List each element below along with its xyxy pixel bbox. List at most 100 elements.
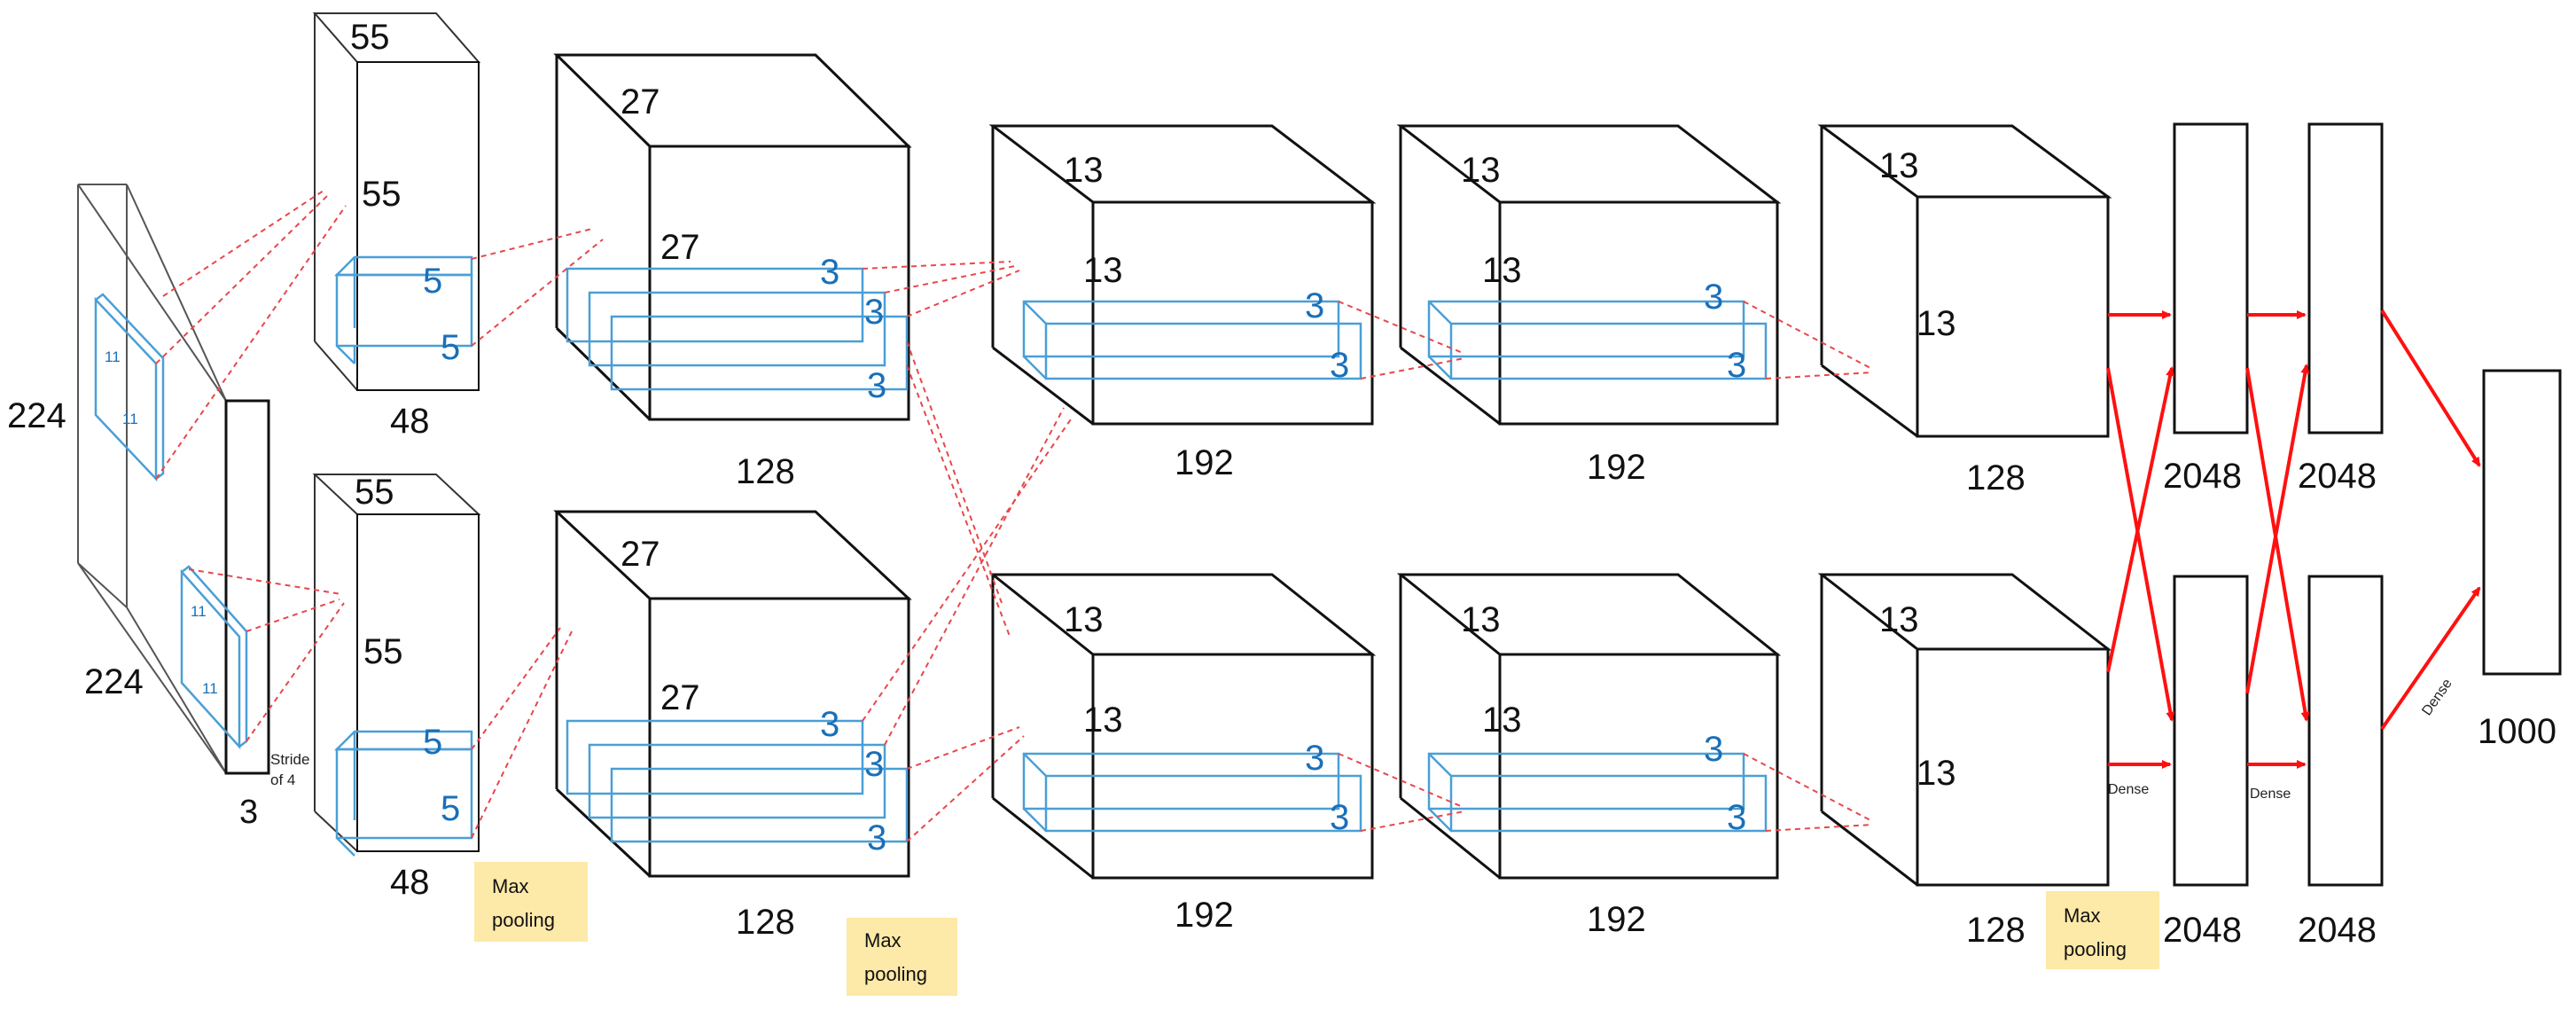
layer1-bottom-size-a: 55 — [355, 473, 394, 512]
svg-text:pooling: pooling — [2064, 938, 2127, 960]
layer5-top-volume — [1817, 124, 2112, 438]
layer1-bottom-size-b: 55 — [363, 632, 403, 671]
layer1-kernel-bottom-b: 5 — [441, 789, 460, 828]
layer1-kernel-top-b: 5 — [441, 328, 460, 367]
layer4-bottom-depth: 192 — [1587, 900, 1646, 939]
layer1-bottom-depth: 48 — [390, 863, 430, 902]
fc6-top-block — [2173, 122, 2249, 435]
layer2-kernel-top-c: 3 — [867, 366, 886, 405]
dense-label-a: Dense — [2108, 782, 2149, 797]
layer2-bottom-size-b: 27 — [660, 678, 700, 717]
layer3-top-depth: 192 — [1175, 443, 1234, 482]
input-volume — [77, 184, 227, 774]
dense-label-c: Dense — [2419, 677, 2455, 719]
layer4-top-volume — [1396, 124, 1782, 426]
layer5-bottom-volume — [1817, 573, 2112, 887]
svg-text:Max: Max — [2064, 904, 2101, 927]
input-kernel-label-d: 11 — [202, 680, 218, 697]
layer3-kernel-bottom-a: 3 — [1305, 739, 1324, 778]
layer3-top-size-a: 13 — [1064, 151, 1104, 190]
layer3-bottom-volume — [988, 573, 1377, 880]
layer5-bottom-size-b: 13 — [1916, 754, 1956, 793]
layer4-top-size-a: 13 — [1461, 151, 1501, 190]
layer1-top-size-a: 55 — [350, 18, 390, 57]
svg-text:pooling: pooling — [864, 963, 927, 985]
fc7-top-block — [2307, 122, 2384, 435]
layer4-kernel-top-b: 3 — [1727, 346, 1746, 385]
svg-text:Max: Max — [492, 875, 529, 897]
layer2-kernel-bottom-b: 3 — [864, 745, 884, 784]
layer4-kernel-bottom — [1427, 752, 1768, 833]
layer2-kernel-top-a: 3 — [820, 253, 839, 292]
dense-arrows — [2106, 309, 2481, 769]
layer4-kernel-top-a: 3 — [1704, 278, 1723, 317]
svg-text:Max: Max — [864, 929, 902, 951]
input-height-label: 224 — [7, 396, 66, 435]
layer1-top-depth: 48 — [390, 402, 430, 441]
input-kernel-label-b: 11 — [122, 411, 138, 427]
layer2-bottom-size-a: 27 — [621, 535, 660, 574]
layer1-top-size-b: 55 — [362, 175, 402, 214]
layer5-top-size-b: 13 — [1916, 304, 1956, 343]
layer1-top-volume — [312, 12, 481, 391]
layer2-bottom-depth: 128 — [736, 903, 795, 942]
layer3-kernel-bottom-b: 3 — [1330, 798, 1349, 837]
input-kernel-top — [94, 293, 165, 482]
output-block — [2482, 369, 2562, 676]
input-depth-label: 3 — [239, 794, 258, 831]
layer1-kernel-top-a: 5 — [423, 262, 442, 301]
dense-label-b: Dense — [2250, 787, 2291, 802]
layer2-kernel-bottom-a: 3 — [820, 705, 839, 744]
layer4-kernel-bottom-a: 3 — [1704, 730, 1723, 769]
layer3-kernel-top-a: 3 — [1305, 286, 1324, 325]
dashed-connectors — [155, 190, 1873, 842]
layer4-kernel-top — [1427, 300, 1768, 380]
layer1-kernel-top — [333, 255, 473, 364]
layer2-top-size-b: 27 — [660, 228, 700, 267]
layer2-kernels-bottom — [566, 719, 909, 843]
max-pooling-label-2: Max pooling — [847, 918, 957, 996]
input-kernel-label-c: 11 — [191, 603, 207, 620]
fc7-bottom-size: 2048 — [2298, 911, 2377, 950]
fc6-bottom-block — [2173, 575, 2249, 887]
layer2-kernel-top-b: 3 — [864, 293, 884, 332]
layer3-top-size-b: 13 — [1083, 251, 1123, 290]
layer2-kernels-top — [566, 267, 909, 391]
layer3-kernel-bottom — [1022, 752, 1362, 833]
layer3-top-volume — [988, 124, 1377, 426]
layer5-bottom-depth: 128 — [1966, 911, 2026, 950]
layer4-bottom-size-b: 13 — [1482, 701, 1522, 740]
layer4-top-depth: 192 — [1587, 448, 1646, 487]
layer3-kernel-top-b: 3 — [1330, 346, 1349, 385]
input-kernel-label-a: 11 — [105, 348, 121, 365]
layer4-kernel-bottom-b: 3 — [1727, 798, 1746, 837]
layer1-kernel-bottom-a: 5 — [423, 723, 442, 762]
layer3-bottom-size-b: 13 — [1083, 701, 1123, 740]
layer2-top-depth: 128 — [736, 452, 795, 491]
layer1-bottom-volume — [312, 474, 481, 852]
input-width-label: 224 — [84, 662, 144, 701]
layer5-bottom-size-a: 13 — [1879, 600, 1919, 639]
layer5-top-size-a: 13 — [1879, 146, 1919, 185]
layer2-kernel-bottom-c: 3 — [867, 818, 886, 857]
layer3-kernel-top — [1022, 300, 1362, 380]
max-pooling-label-3: Max pooling — [2046, 891, 2159, 969]
layer3-bottom-size-a: 13 — [1064, 600, 1104, 639]
svg-text:pooling: pooling — [492, 909, 555, 931]
layer1-kernel-bottom — [333, 730, 473, 857]
layer5-top-depth: 128 — [1966, 458, 2026, 497]
layer3-bottom-depth: 192 — [1175, 896, 1234, 935]
fc6-bottom-size: 2048 — [2163, 911, 2242, 950]
layer4-top-size-b: 13 — [1482, 251, 1522, 290]
max-pooling-label-1: Max pooling — [474, 862, 588, 942]
stride-label-line1: Stride — [270, 751, 309, 768]
output-size: 1000 — [2478, 712, 2556, 751]
fc6-top-size: 2048 — [2163, 457, 2242, 496]
stride-label-line2: of 4 — [270, 771, 295, 788]
layer2-bottom-volume — [553, 510, 912, 878]
layer4-bottom-volume — [1396, 573, 1782, 880]
layer4-bottom-size-a: 13 — [1461, 600, 1501, 639]
layer2-top-volume — [553, 53, 912, 421]
layer2-top-size-a: 27 — [621, 82, 660, 121]
